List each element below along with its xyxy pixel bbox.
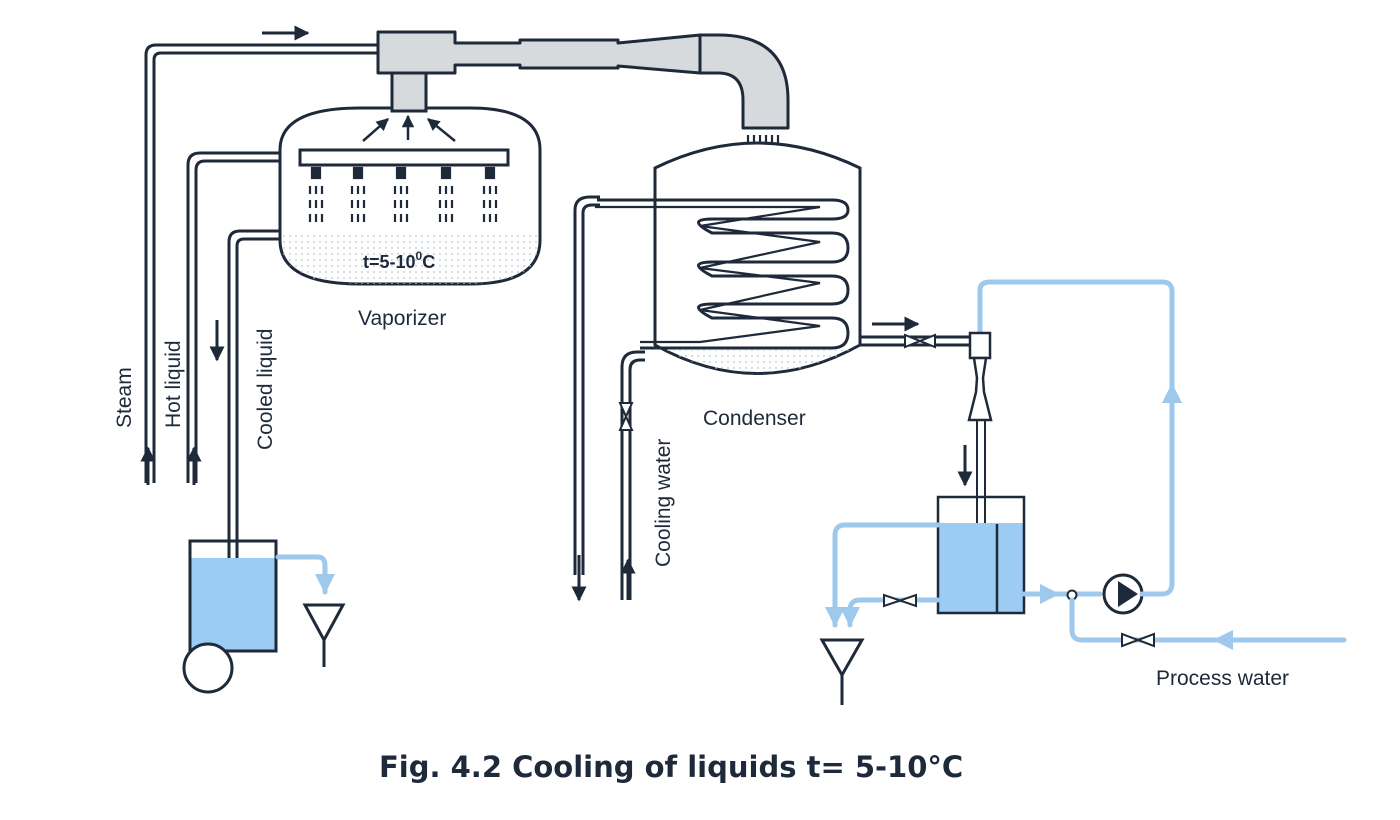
process-water-label: Process water: [1156, 667, 1289, 690]
cooled-liquid-tank: [182, 539, 346, 694]
vaporizer-vessel: [278, 106, 542, 286]
vaporizer-temperature-label: t=5-100C: [363, 249, 435, 272]
condenser-vessel: [595, 141, 970, 375]
steam-label: Steam: [113, 367, 136, 428]
figure-caption: Fig. 4.2 Cooling of liquids t= 5-10°C: [379, 750, 963, 784]
hot-liquid-label: Hot liquid: [162, 340, 185, 428]
cooling-water-pipes: [571, 195, 645, 602]
condenser-label: Condenser: [703, 407, 806, 430]
hot-liquid-pipe: [186, 151, 302, 485]
vaporizer-label: Vaporizer: [358, 307, 446, 330]
steam-pipe: [140, 25, 378, 485]
steam-ejector: [376, 30, 790, 178]
cooled-liquid-label: Cooled liquid: [254, 329, 277, 450]
cooled-liquid-pipe: [209, 229, 282, 585]
water-ejector-loop: [819, 279, 1347, 705]
cooling-water-label: Cooling water: [652, 439, 675, 567]
